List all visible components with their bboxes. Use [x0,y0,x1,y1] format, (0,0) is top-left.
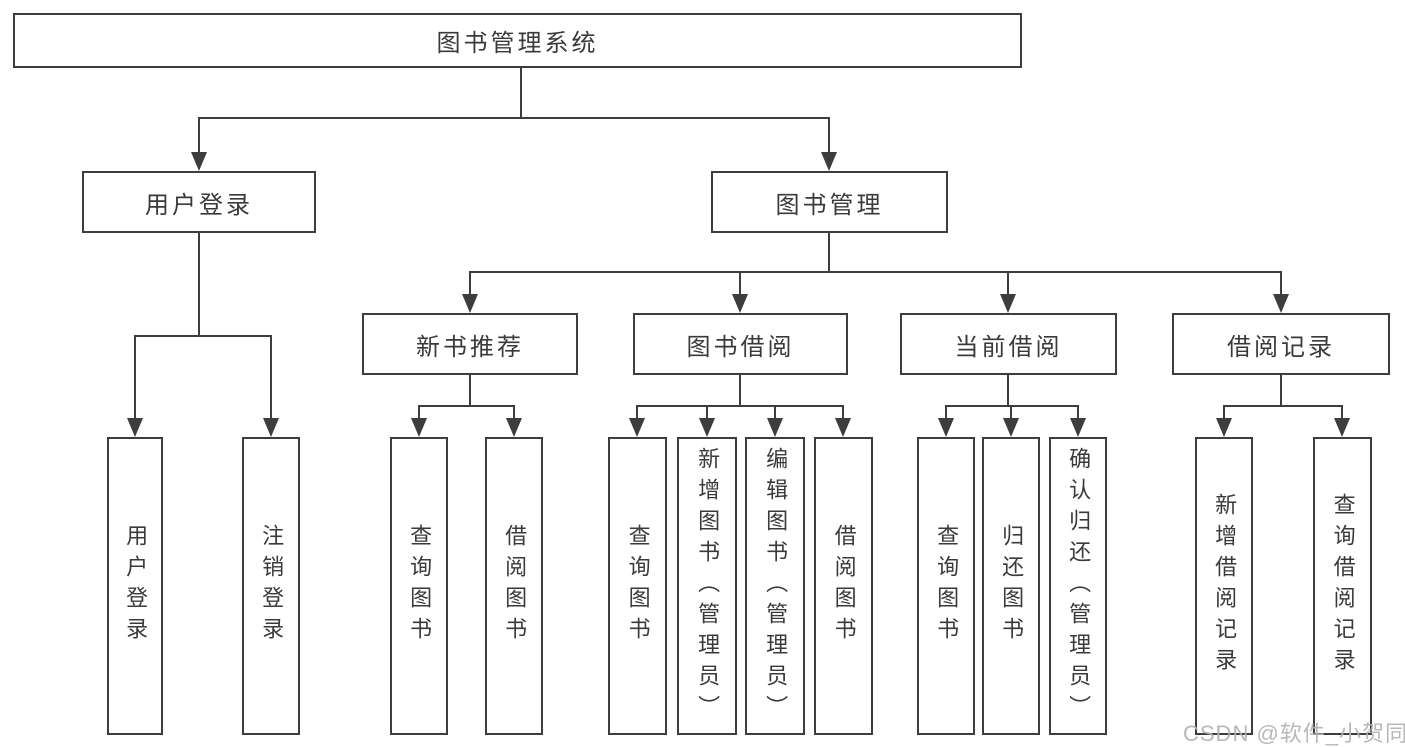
arrow-down-icon [1070,418,1086,437]
arrow-down-icon [1216,418,1232,437]
connector-line [1223,405,1343,407]
connector-line [1077,405,1079,419]
arrow-down-icon [506,418,522,437]
leaf-label: 新增借阅记录 [1212,493,1238,679]
arrow-down-icon [699,418,715,437]
leaf-query-borrow-record: 查询借阅记录 [1313,437,1372,735]
leaf-label: 用户登录 [123,524,149,648]
arrow-down-icon [835,418,851,437]
arrow-down-icon [1273,294,1289,313]
connector-line [469,271,1282,273]
connector-line [1341,405,1343,419]
arrow-down-icon [462,294,478,313]
connector-line [270,335,272,419]
connector-line [842,405,844,419]
arrow-down-icon [263,418,279,437]
arrow-down-icon [938,418,954,437]
leaf-edit-books-admin: 编辑图书（管理员） [745,437,805,735]
connector-line [520,68,522,118]
connector-line [134,335,136,419]
node-new-book-recommendation: 新书推荐 [362,313,578,375]
leaf-label: 借阅图书 [502,524,528,648]
leaf-confirm-return-admin: 确认归还（管理员） [1049,437,1107,735]
leaf-label: 归还图书 [999,524,1025,648]
connector-line [1010,405,1012,419]
connector-line [469,375,471,406]
connector-line [739,271,741,295]
node-book-borrowing: 图书借阅 [633,313,848,375]
node-borrowing-records: 借阅记录 [1172,313,1390,375]
leaf-label: 编辑图书（管理员） [763,446,789,726]
connector-line [513,405,515,419]
leaf-label: 查询图书 [934,524,960,648]
connector-line [1280,271,1282,295]
connector-line [1223,405,1225,419]
connector-line [198,117,830,119]
connector-line [1007,375,1009,406]
leaf-label: 查询图书 [407,524,433,648]
connector-line [828,117,830,153]
arrow-down-icon [767,418,783,437]
leaf-label: 查询图书 [625,524,651,648]
connector-line [774,405,776,419]
connector-line [706,405,708,419]
connector-line [945,405,1079,407]
leaf-query-books-current: 查询图书 [917,437,975,735]
arrow-down-icon [732,294,748,313]
connector-line [198,233,200,336]
arrow-down-icon [1003,418,1019,437]
connector-line [637,405,844,407]
arrow-down-icon [191,152,207,171]
leaf-query-books-recommend: 查询图书 [390,437,448,735]
arrow-down-icon [1334,418,1350,437]
node-user-login: 用户登录 [82,171,316,233]
leaf-logout: 注销登录 [242,437,300,735]
csdn-watermark: CSDN @软件_小贺同学 [1183,721,1405,746]
connector-line [1007,271,1009,295]
connector-line [134,335,272,337]
connector-line [418,405,420,419]
node-book-management: 图书管理 [711,171,948,233]
connector-line [636,405,638,419]
leaf-user-login: 用户登录 [107,437,163,735]
arrow-down-icon [629,418,645,437]
leaf-label: 注销登录 [259,524,285,648]
leaf-label: 借阅图书 [831,524,857,648]
leaf-borrow-books-recommend: 借阅图书 [485,437,543,735]
leaf-add-books-admin: 新增图书（管理员） [677,437,737,735]
leaf-query-books-borrowing: 查询图书 [608,437,667,735]
connector-line [418,405,515,407]
leaf-return-books: 归还图书 [982,437,1040,735]
arrow-down-icon [821,152,837,171]
leaf-borrow-books-borrowing: 借阅图书 [814,437,873,735]
connector-line [739,375,741,406]
arrow-down-icon [127,418,143,437]
connector-line [1280,375,1282,406]
arrow-down-icon [411,418,427,437]
connector-line [828,233,830,273]
connector-line [198,117,200,153]
node-library-management-system: 图书管理系统 [13,13,1022,68]
leaf-label: 确认归还（管理员） [1066,446,1092,726]
node-current-borrowing: 当前借阅 [900,313,1117,375]
leaf-label: 查询借阅记录 [1330,493,1356,679]
leaf-add-borrow-record: 新增借阅记录 [1195,437,1253,735]
connector-line [469,271,471,295]
arrow-down-icon [1000,294,1016,313]
leaf-label: 新增图书（管理员） [695,446,721,726]
connector-line [945,405,947,419]
